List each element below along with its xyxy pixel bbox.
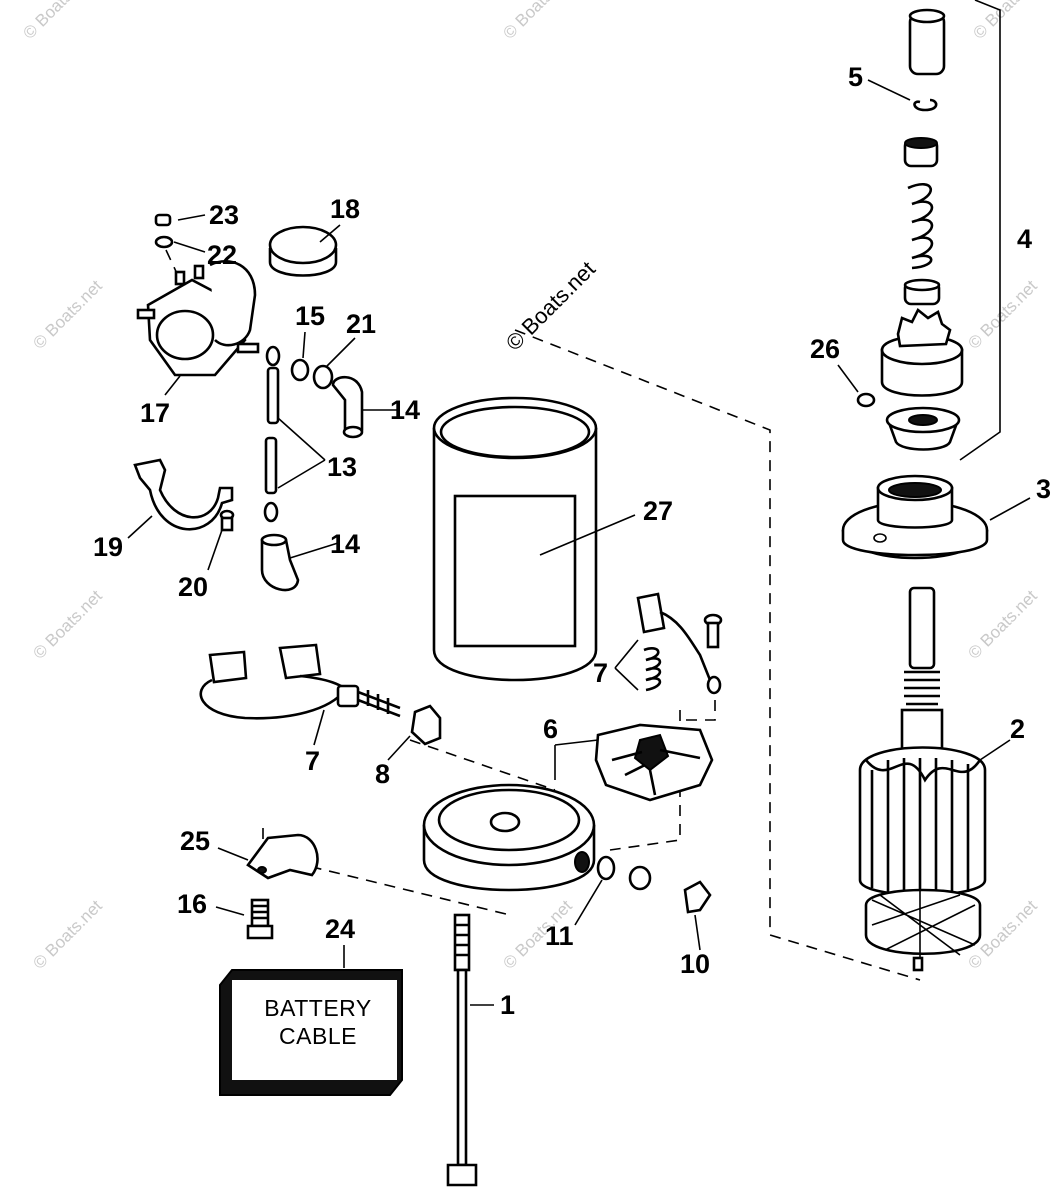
- callout-19: 19: [93, 532, 123, 562]
- callout-14-lower: 14: [330, 529, 360, 559]
- flat-washer-lower: [628, 865, 652, 891]
- callout-26: 26: [810, 334, 840, 364]
- terminal-boot-upper: [331, 375, 364, 439]
- watermark-tile: © Boats.net: [969, 0, 1046, 43]
- retaining-ring: [913, 98, 938, 112]
- callout-13: 13: [327, 452, 357, 482]
- flat-washer: [290, 358, 310, 382]
- through-bolt-nut: [683, 880, 712, 914]
- part-4-bracket: [959, 0, 1001, 461]
- spring-spacer: [903, 278, 941, 306]
- callout-4: 4: [1017, 224, 1032, 254]
- battery-box-line2: CABLE: [279, 1023, 357, 1049]
- solenoid-cable: [263, 345, 281, 523]
- callout-21: 21: [346, 309, 376, 339]
- solenoid: [136, 259, 260, 377]
- terminal-nut: [154, 213, 172, 227]
- callout-27: 27: [643, 496, 673, 526]
- bushing: [903, 137, 939, 168]
- brush-set-right: [636, 592, 723, 695]
- brush-holder-plate: [594, 723, 714, 802]
- callout-10: 10: [680, 949, 710, 979]
- drive-cap: [908, 8, 946, 76]
- callout-7-right: 7: [593, 658, 608, 688]
- callout-25: 25: [180, 826, 210, 856]
- callout-8: 8: [375, 759, 390, 789]
- watermark-tile: © Boats.net: [29, 586, 106, 663]
- watermark-tile: © Boats.net: [19, 0, 96, 43]
- watermark-tile: © Boats.net: [964, 586, 1041, 663]
- watermark-tile: © Boats.net: [964, 276, 1041, 353]
- through-bolt: [446, 913, 478, 1187]
- brush-set-left: [199, 643, 401, 720]
- callout-7-left: 7: [305, 746, 320, 776]
- drive-end-cap: [841, 474, 989, 560]
- drive-spring: [907, 182, 934, 270]
- callout-16: 16: [177, 889, 207, 919]
- cable-clamp: [246, 833, 319, 880]
- hex-nut: [312, 364, 334, 390]
- mounting-bracket: [133, 458, 234, 531]
- bracket-screw: [219, 509, 235, 532]
- field-frame: [432, 396, 598, 682]
- callouts: 1 2 3 4 5 6 7 7 8 10 11 13 14 14 15 16 1…: [93, 62, 1051, 1020]
- callout-22: 22: [207, 240, 237, 270]
- terminal-boot-lower: [260, 533, 300, 592]
- callout-6: 6: [543, 714, 558, 744]
- small-nut: [856, 392, 876, 408]
- callout-1: 1: [500, 990, 515, 1020]
- pinion-gear: [880, 307, 964, 397]
- callout-11: 11: [545, 921, 574, 951]
- terminal-lockwasher: [154, 235, 174, 249]
- lock-washer: [596, 855, 616, 881]
- callout-15: 15: [295, 301, 325, 331]
- callout-23: 23: [209, 200, 239, 230]
- callout-14-upper: 14: [390, 395, 420, 425]
- leader-lines: [127, 79, 1031, 1006]
- gear-washer: [885, 406, 961, 451]
- callout-2: 2: [1010, 714, 1025, 744]
- callout-20: 20: [178, 572, 208, 602]
- callout-24: 24: [325, 914, 355, 944]
- callout-5: 5: [848, 62, 863, 92]
- terminal-clip: [410, 704, 442, 746]
- clamp-screw: [246, 898, 274, 940]
- watermark-tile: © Boats.net: [29, 896, 106, 973]
- armature: [858, 586, 987, 972]
- callout-17: 17: [140, 398, 170, 428]
- battery-cable-box: BATTERY CABLE: [219, 969, 403, 1096]
- watermark-main: © Boats.net: [501, 256, 600, 355]
- watermark-tile: © Boats.net: [499, 0, 576, 43]
- commutator-end-cap: [422, 783, 596, 892]
- callout-3: 3: [1036, 474, 1051, 504]
- protective-cap: [268, 225, 338, 277]
- callout-18: 18: [330, 194, 360, 224]
- battery-box-line1: BATTERY: [264, 995, 371, 1021]
- watermark-tile: © Boats.net: [29, 276, 106, 353]
